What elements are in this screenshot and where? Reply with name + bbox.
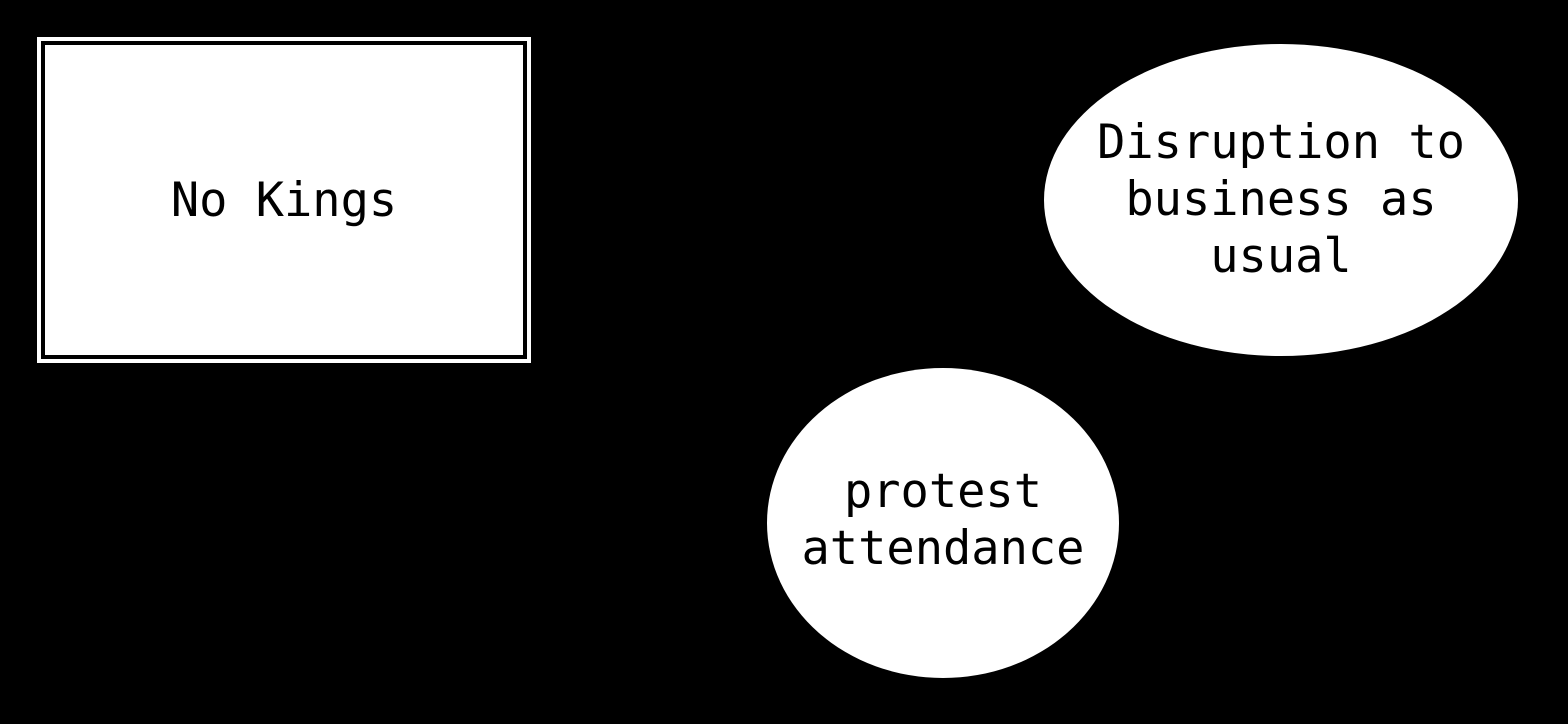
node-disruption-to-business-as-usual[interactable]: Disruption to business as usual [1044, 44, 1518, 356]
node-no-kings[interactable]: No Kings [37, 37, 531, 363]
node-protest-attendance[interactable]: protest attendance [767, 368, 1119, 678]
node-protest-label: protest attendance [801, 464, 1085, 576]
node-no-kings-label: No Kings [170, 172, 398, 228]
node-disruption-label: Disruption to business as usual [1097, 114, 1465, 284]
